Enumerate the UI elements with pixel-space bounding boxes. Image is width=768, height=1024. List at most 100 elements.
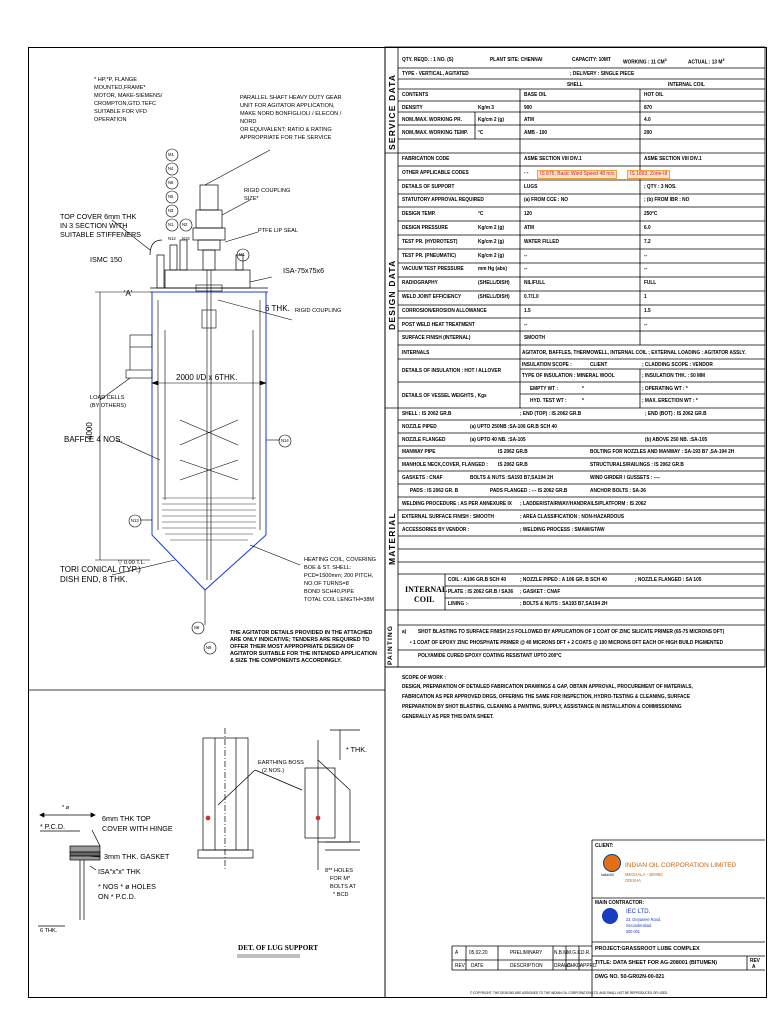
detail-holes-2: ON * P.C.D.: [98, 892, 136, 901]
nozzle-tag: N6: [168, 180, 174, 185]
coil-label-1: HEATING COIL, COVERING: [304, 557, 377, 563]
contractor-sub-1: 23, Divyasree Road,: [626, 917, 661, 922]
design-row-unit: Kg/cm 2 (g): [478, 238, 504, 245]
design-row-unit: (SHELL/DISH): [478, 294, 510, 300]
design-row-coil: --: [644, 266, 648, 273]
logo-text: IndianOil: [601, 873, 614, 877]
rigid-coupling-note-1: RIGID COUPLING: [244, 188, 291, 194]
rev-row-date: 05.02.20: [469, 950, 488, 956]
coil-lining: LINING :-: [448, 601, 469, 607]
holes-3: BOLTS AT: [330, 884, 356, 890]
nozzle-tag: N4: [168, 166, 174, 171]
insulation-scope: INSULATION SCOPE :: [522, 362, 572, 368]
rev-row-desc: PRELIMINARY: [510, 950, 543, 956]
design-row-shell: --: [524, 321, 528, 328]
design-row-shell: (a) FROM CCE : NO: [524, 197, 569, 204]
design-row-shell: LUGS: [524, 183, 538, 190]
operating-weight: ; OPERATING WT : *: [642, 386, 688, 392]
rigid-coupling-label: RIGID COUPLING: [295, 308, 342, 314]
nozzle-tag: N2: [182, 222, 188, 227]
nozzle-tag: N12: [168, 236, 176, 241]
design-row-coil: ; QTY : 3 NOS.: [644, 183, 677, 190]
rev-head-rev: REV: [455, 963, 465, 969]
coil-label-2: BOE & ST. SHELL:: [304, 565, 352, 571]
earthing-boss-2: (2 NOS.): [262, 768, 285, 774]
mat-ladder: ; LADDER/STAIRWAY/HANDRAILS/PLATFORM : I…: [520, 501, 647, 507]
insulation-label: DETAILS OF INSULATION : HOT / ALLOVER: [402, 368, 502, 374]
sheet-title: TITLE: DATA SHEET FOR AG-208001 (BITUMEN…: [595, 960, 718, 966]
design-row-shell: - -: [524, 169, 529, 176]
qty-required: QTY. REQD. : 1 NO. (S): [402, 57, 454, 63]
load-cells-2: (BY OTHERS): [90, 403, 126, 409]
delivery: ; DELIVERY : SINGLE PIECE: [570, 71, 635, 77]
design-row-coil: 1: [644, 294, 647, 300]
empty-weight: EMPTY WT :: [530, 386, 559, 392]
detail-cover-1: 6mm THK TOP: [102, 814, 151, 823]
client-sub-1: MEGHALA - 400050: [625, 872, 663, 877]
service-row-unit: Kg/cm 2 (g): [478, 117, 504, 123]
nozzle-tag: N1: [168, 222, 174, 227]
rigid-coupling-note-2: SIZE*: [244, 196, 259, 202]
gear-note-1: PARALLEL SHAFT HEAVY DUTY GEAR: [240, 95, 342, 101]
service-row-label: CONTENTS: [402, 92, 429, 98]
design-row-coil: 1.5: [644, 307, 651, 314]
mark-a: 'A': [124, 289, 133, 298]
plant-site: PLANT SITE: CHENNAI: [490, 57, 543, 63]
design-row-label: DETAILS OF SUPPORT: [402, 183, 455, 190]
design-row-coil: 7.2: [644, 238, 651, 245]
drawing-sheet: [28, 47, 767, 998]
detail-phi: * ø: [62, 805, 70, 811]
thk-label: * THK.: [346, 745, 368, 754]
service-row-coil: 4.0: [644, 117, 651, 123]
design-row-shell: ATM: [524, 225, 534, 231]
design-row-unit: Kg/cm 2 (g): [478, 252, 504, 259]
design-row-coil: --: [644, 252, 648, 259]
working-volume: WORKING : 11 CM3: [623, 57, 667, 66]
hyd-test-weight: HYD. TEST WT :: [530, 398, 567, 404]
design-row-coil: 250°C: [644, 211, 658, 218]
id-dimension: 2000 I/D x 6THK.: [176, 373, 238, 382]
weights-label: DETAILS OF VESSEL WEIGHTS , Kgs: [402, 393, 487, 399]
section-painting: PAINTING: [387, 624, 394, 665]
internals-label: INTERNALS: [402, 350, 430, 356]
top-cover-note-3: SUITABLE STIFFENERS: [60, 230, 141, 239]
rev-head-date: DATE: [471, 963, 484, 969]
mat-manhole-neck-val: IS 2062 GR.B: [498, 462, 528, 468]
design-row-coil: --: [644, 321, 648, 328]
design-row-label: SURFACE FINISH (INTERNAL): [402, 335, 471, 342]
design-row-coil: ASME SECTION VIII DIV.1: [644, 156, 702, 162]
mat-shell: SHELL : IS 2062 GR.B: [402, 411, 452, 417]
service-row-coil: 870: [644, 104, 652, 111]
service-row-shell: AMB - 100: [524, 129, 548, 136]
mat-access: ACCESSORIES BY VENDOR :: [402, 527, 470, 533]
coil-nozzle-piped: ; NOZZLE PIPED : A 106 GR. B SCH 40: [520, 577, 607, 583]
design-row-label: OTHER APPLICABLE CODES: [402, 169, 469, 176]
design-row-unit: °C: [478, 211, 484, 218]
nozzle-tag: N16: [182, 236, 190, 241]
indianoil-logo: [603, 854, 621, 872]
tl-label: ▽ 0.00 T.L.: [118, 560, 146, 566]
design-row-label: WELD JOINT EFFICIENCY: [402, 294, 462, 300]
design-row-label: CORROSION/EROSION ALLOWANCE: [402, 307, 487, 314]
tori-label-2: DISH END, 8 THK.: [60, 575, 128, 584]
actual-volume: ACTUAL : 13 M3: [688, 57, 725, 66]
design-row-label: DESIGN TEMP.: [402, 211, 436, 218]
nozzle-tag: M1: [168, 152, 174, 157]
painting-line-c: POLYAMIDE CURED EPOXY COATING RESISTANT …: [418, 653, 562, 659]
mat-nozzle-flanged: NOZZLE FLANGED: [402, 437, 446, 443]
mat-ext-finish: EXTERNAL SURFACE FINISH : SMOOTH: [402, 514, 494, 520]
mat-end-bot: ; END (BOT) : IS 2062 GR.B: [645, 411, 707, 417]
rev-head-chkd: CHKD: [567, 963, 581, 969]
gear-note-6: APPROPRIATE FOR THE SERVICE: [240, 135, 332, 141]
top-cover-note-1: TOP COVER 6mm THK: [60, 212, 137, 221]
design-row-coil: FULL: [644, 280, 657, 287]
detail-cover-2: COVER WITH HINGE: [102, 824, 173, 833]
service-row-label: NOM./MAX. WORKING TEMP.: [402, 129, 468, 136]
detail-isa: ISA"x"x" THK: [98, 867, 141, 876]
capacity: CAPACITY: 10MT: [572, 57, 611, 63]
mat-nozzle-flanged-val: (a) UPTO 40 NB. :SA-105: [470, 437, 526, 443]
service-row-coil: 200: [644, 129, 652, 136]
rev-row-appd: D.R.: [581, 950, 591, 956]
rev-value: A: [752, 964, 756, 970]
insulation-thickness: ; INSULATION THK. : 50 MM: [642, 373, 706, 379]
